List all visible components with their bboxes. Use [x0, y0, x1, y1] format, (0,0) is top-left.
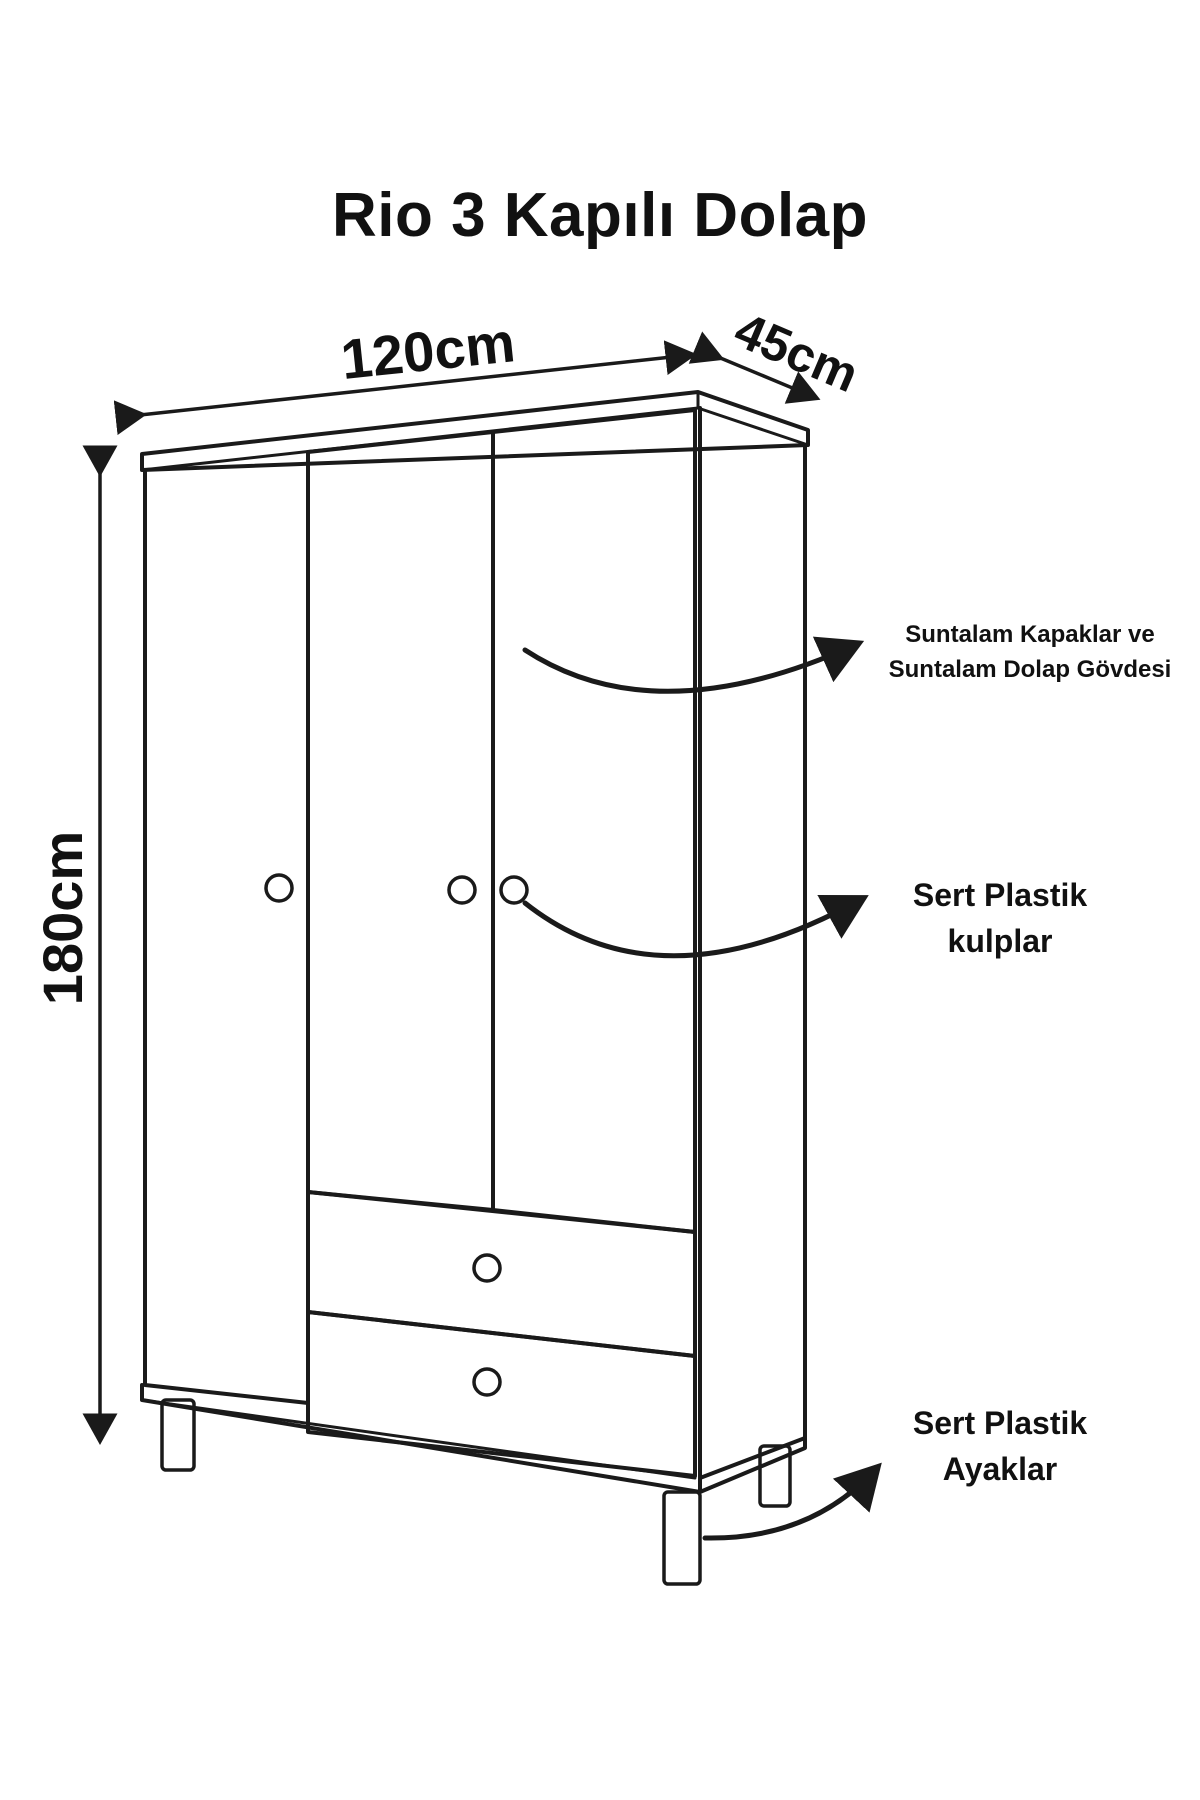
callout-legs-line2: Ayaklar	[942, 1451, 1058, 1488]
legs	[160, 1398, 792, 1586]
callout-handles-line1: Sert Plastik	[912, 877, 1088, 913]
dimension-lines	[82, 331, 821, 1445]
knob	[447, 875, 477, 905]
depth-arrow	[688, 331, 821, 404]
callout-material-line1: Suntalam Kapaklar ve	[905, 621, 1155, 648]
legs-callout-arrow	[702, 1462, 882, 1541]
page-title: Rio 3 Kapılı Dolap	[331, 181, 869, 250]
drawer-top	[306, 1190, 697, 1358]
bottom-plinth	[140, 1383, 807, 1494]
callout-handles-line2: kulplar	[947, 923, 1053, 960]
knob	[472, 1367, 502, 1397]
right-side-panel	[698, 406, 807, 1480]
callout-legs: Sert Plastik Ayaklar	[880, 1400, 1120, 1493]
callout-handles: Sert Plastik kulplar	[880, 872, 1120, 965]
middle-door	[306, 430, 495, 1212]
callout-material-line2: Suntalam Dolap Gövdesi	[888, 655, 1172, 683]
leg	[662, 1490, 702, 1586]
height-label: 180cm	[31, 831, 94, 1005]
left-door	[143, 450, 310, 1405]
handles-callout-arrow	[522, 894, 869, 959]
width-arrow	[113, 340, 697, 436]
right-door	[491, 408, 697, 1234]
knob	[472, 1253, 502, 1283]
drawer-bottom	[306, 1310, 697, 1478]
knob	[499, 875, 529, 905]
leg	[160, 1398, 196, 1472]
callout-legs-line1: Sert Plastik	[912, 1405, 1088, 1441]
material-callout-arrow	[522, 636, 865, 694]
callout-material: Suntalam Kapaklar ve Suntalam Dolap Gövd…	[860, 618, 1200, 688]
knob	[264, 873, 294, 903]
knobs	[264, 873, 529, 1397]
width-label: 120cm	[338, 310, 518, 391]
leg	[758, 1444, 792, 1508]
callout-arrows	[522, 636, 882, 1541]
wardrobe-illustration	[140, 390, 810, 1586]
